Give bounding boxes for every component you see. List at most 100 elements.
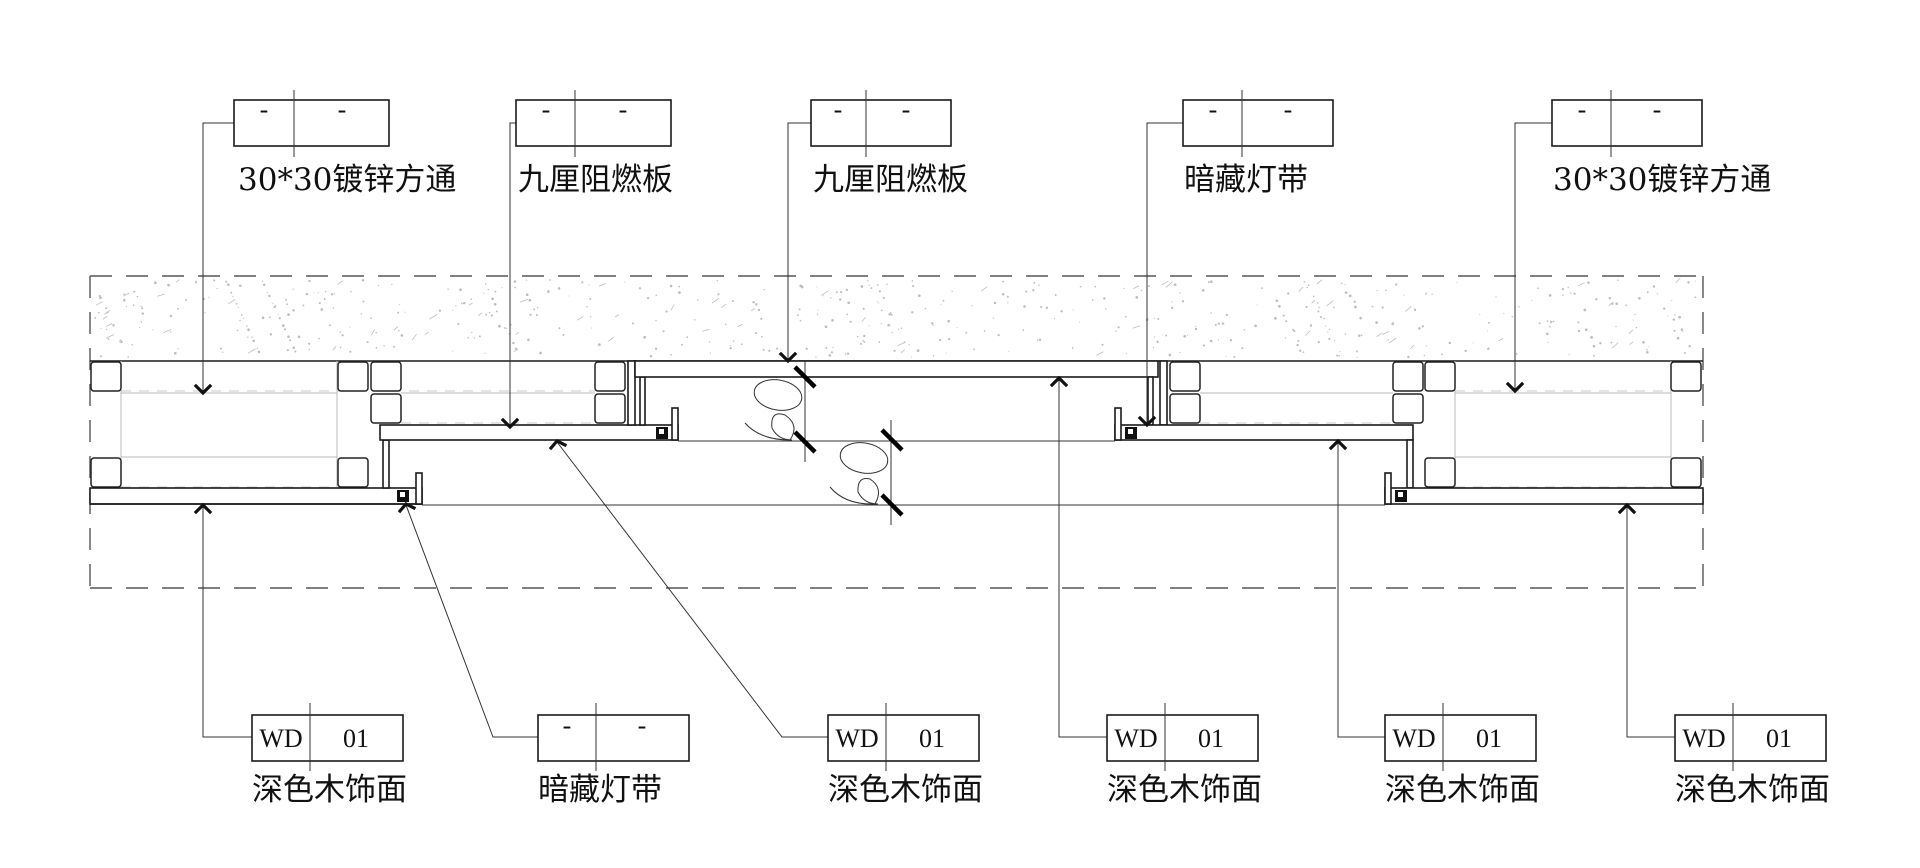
hatch-dot [485,313,488,316]
hatch-dot [153,281,157,285]
hatch-dot [1072,309,1074,311]
leader-line [1337,442,1385,738]
hatch-dot [1356,356,1358,358]
hatch-dot [1646,351,1649,354]
hatch-dot [377,284,380,287]
leader-line [509,122,516,426]
hatch-dot [204,312,206,314]
hatch-dot [768,349,771,352]
hatch-dot [891,331,893,334]
hatch-dot [333,293,336,295]
hatch-dot [239,284,242,288]
hatch-dot [1617,279,1619,281]
leader-line [1514,122,1552,390]
hatch-dot [1153,336,1156,338]
hatch-dot [1287,292,1290,295]
hatch-dot [917,294,921,298]
mid-right-lamp-lip [1114,407,1122,441]
top-tag: - - 30*30镀锌方通 [233,90,456,198]
hatch-stroke [702,328,710,332]
hatch-dot [1676,336,1680,340]
hatch-dot [846,313,849,316]
square-tube [370,393,402,424]
hatch-dot [100,327,102,329]
hatch-dot [763,288,765,291]
square-tube [1670,457,1702,488]
hatch-dot [1531,300,1533,302]
hatch-dot [1511,315,1514,318]
hatch-dot [268,316,271,319]
hatch-dot [1568,354,1570,356]
hatch-dot [1054,294,1057,296]
hatch-dot [754,332,757,335]
mid-right-step-panel [1114,424,1414,441]
hatch-dot [908,344,910,346]
hatch-dot [1339,351,1341,353]
square-tube [1169,361,1201,392]
hatch-dot [329,324,332,327]
hatch-dot [1359,316,1362,320]
square-tube [1169,393,1201,424]
hatch-dot [292,288,294,290]
hatch-dot [1125,315,1127,318]
hatch-dot [717,293,720,296]
hatch-dot [257,350,261,354]
tag-label: 九厘阻燃板 [813,162,968,198]
hatch-stroke [337,280,344,285]
hatch-dot [780,348,782,350]
hatch-dot [213,279,216,282]
square-tube [1670,361,1702,392]
hatch-dot [1079,321,1081,323]
hatch-dot [1309,324,1313,327]
hatch-dot [1285,320,1288,323]
tag-number: - [1653,95,1662,124]
hatch-dot [237,306,239,309]
hatch-dot [839,298,842,301]
hatch-dot [317,292,319,294]
tag-label: 深色木饰面 [828,772,983,808]
hatch-dot [1125,352,1128,354]
hatch-dot [173,351,177,355]
hatch-dot [1353,300,1356,303]
hatch-dot [646,296,650,300]
hatch-dot [297,335,301,339]
hatch-dot [275,305,277,307]
hatch-dot [1495,296,1497,298]
hatch-dot [1344,291,1348,294]
hatch-dot [816,286,818,288]
hatch-dot [478,335,481,338]
hatch-dot [133,290,136,293]
hatch-stroke [1628,329,1634,335]
hatch-dot [741,343,743,346]
hatch-stroke [519,299,528,303]
hatch-dot [194,281,198,284]
hatch-dot [1217,322,1220,325]
hatch-dot [709,352,711,354]
hatch-dot [708,341,711,343]
hatch-dot [1183,334,1187,338]
top-tag: - - 九厘阻燃板 [515,90,673,198]
hatch-dot [1060,310,1063,313]
hatch-dot [1348,294,1352,298]
hatch-dot [487,288,490,291]
hatch-dot [862,307,865,310]
hatch-dot [878,290,881,293]
hatch-stroke [515,331,520,335]
hatch-dot [460,302,463,305]
leader-line [405,504,538,738]
hatch-dot [256,347,258,349]
hatch-dot [262,283,266,287]
hatch-dot [1152,347,1155,349]
hatch-dot [1194,327,1198,331]
hatch-dot [176,307,179,310]
hatch-dot [488,311,491,314]
hatch-dot [1344,333,1347,335]
hatch-dot [118,341,120,343]
hatch-dot [1233,355,1236,358]
hatch-dot [1592,345,1596,348]
hatch-dot [438,309,442,312]
hatch-dot [219,347,222,350]
hatch-dot [681,343,684,346]
hatch-dot [375,331,377,334]
hatch-dot [776,347,779,350]
